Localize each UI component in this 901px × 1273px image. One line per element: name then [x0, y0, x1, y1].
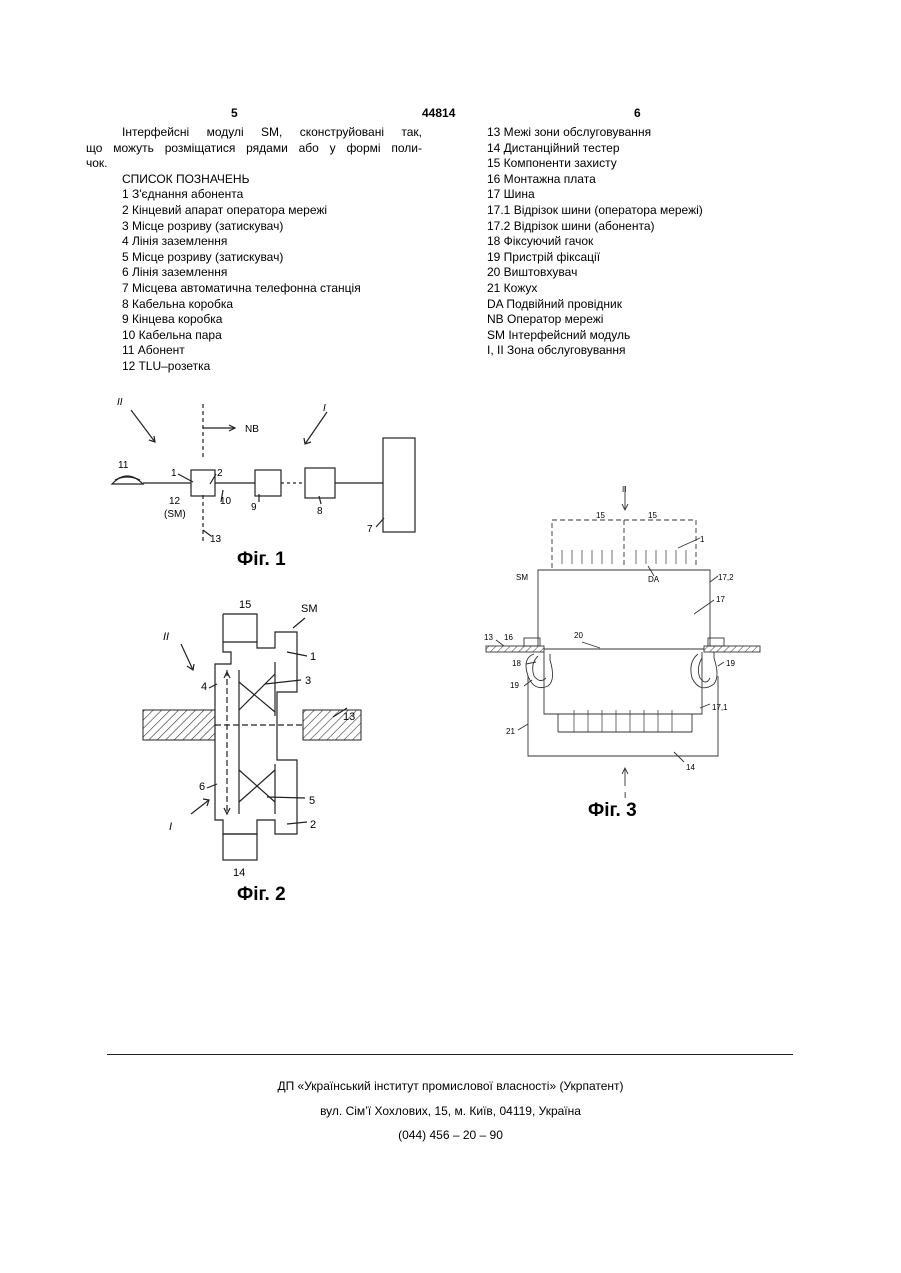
fig3-label-zone2: II: [622, 485, 626, 494]
figure-2-caption: Фіг. 2: [237, 884, 286, 906]
intro-line: Інтерфейсні модулі SM, сконструйовані та…: [86, 125, 422, 141]
footer-phone: (044) 456 – 20 – 90: [0, 1128, 901, 1142]
fig1-label-10: 10: [220, 496, 232, 507]
figure-1-caption: Фіг. 1: [237, 549, 286, 571]
list-item: 18 Фіксуючий гачок: [487, 234, 807, 250]
fig3-label-17-2: 17,2: [718, 573, 734, 582]
fig3-label-15b: 15: [648, 511, 657, 520]
list-item: 21 Кожух: [487, 281, 807, 297]
list-item: 20 Виштовхувач: [487, 265, 807, 281]
fig2-label-14: 14: [233, 867, 245, 879]
fig1-label-zone2: II: [117, 397, 123, 408]
intro-line: що можуть розміщатися рядами або у формі…: [86, 141, 422, 157]
intro-line: чок.: [86, 156, 422, 172]
list-title: СПИСОК ПОЗНАЧЕНЬ: [122, 172, 422, 188]
list-item: DA Подвійний провідник: [487, 297, 807, 313]
list-item: I, II Зона обслуговування: [487, 343, 807, 359]
fig1-label-nb: NB: [245, 424, 259, 435]
fig3-label-21: 21: [506, 727, 515, 736]
footer-divider: [107, 1054, 793, 1055]
fig1-label-8: 8: [317, 506, 323, 517]
fig2-label-1: 1: [310, 651, 316, 663]
fig3-label-da: DA: [648, 575, 660, 584]
fig1-label-zone1: I: [323, 403, 326, 414]
fig3-label-sm: SM: [516, 573, 528, 582]
list-item: 4 Лінія заземлення: [122, 234, 422, 250]
list-item: 10 Кабельна пара: [122, 328, 422, 344]
fig2-label-6: 6: [199, 781, 205, 793]
fig1-label-sm: (SM): [164, 509, 186, 520]
list-item: 13 Межі зони обслуговування: [487, 125, 807, 141]
figure-3-caption: Фіг. 3: [588, 800, 637, 822]
fig3-label-15a: 15: [596, 511, 605, 520]
list-item: 14 Дистанційний тестер: [487, 141, 807, 157]
left-page-number: 5: [231, 106, 238, 120]
fig3-label-19b: 19: [726, 659, 735, 668]
list-item: 15 Компоненти захисту: [487, 156, 807, 172]
figure-1-drawing: II NB I 11 1 2 12 (SM) 10 9 8 7 13: [105, 390, 425, 550]
legend-list-left: СПИСОК ПОЗНАЧЕНЬ 1 З'єднання абонента 2 …: [86, 172, 422, 375]
figure-3-drawing: II 15 15 1 SM DA 17,2 17 13 16 20 18 19 …: [478, 480, 768, 800]
legend-list-right: 13 Межі зони обслуговування 14 Дистанцій…: [487, 125, 807, 359]
fig2-label-3: 3: [305, 675, 311, 687]
left-column: Інтерфейсні модулі SM, сконструйовані та…: [86, 125, 422, 375]
patent-number: 44814: [422, 106, 455, 120]
fig1-label-7: 7: [367, 524, 373, 535]
fig3-label-14: 14: [686, 763, 695, 772]
fig2-label-5: 5: [309, 795, 315, 807]
list-item: NB Оператор мережі: [487, 312, 807, 328]
list-item: 11 Абонент: [122, 343, 422, 359]
list-item: SM Інтерфейсний модуль: [487, 328, 807, 344]
fig2-label-4: 4: [201, 681, 207, 693]
fig3-label-16: 16: [504, 633, 513, 642]
footer-address: вул. Сім’ї Хохлових, 15, м. Київ, 04119,…: [0, 1104, 901, 1118]
list-item: 7 Місцева автоматична телефонна станція: [122, 281, 422, 297]
fig1-label-12: 12: [169, 496, 181, 507]
list-item: 8 Кабельна коробка: [122, 297, 422, 313]
list-item: 3 Місце розриву (затискувач): [122, 219, 422, 235]
fig3-label-13: 13: [484, 633, 493, 642]
list-item: 1 З'єднання абонента: [122, 187, 422, 203]
fig1-label-11: 11: [118, 460, 129, 471]
fig3-label-18: 18: [512, 659, 521, 668]
list-item: 19 Пристрій фіксації: [487, 250, 807, 266]
fig2-label-zone2: II: [163, 631, 169, 643]
fig3-label-20: 20: [574, 631, 583, 640]
list-item: 17 Шина: [487, 187, 807, 203]
list-item: 16 Монтажна плата: [487, 172, 807, 188]
list-item: 17.2 Відрізок шини (абонента): [487, 219, 807, 235]
fig3-label-1: 1: [700, 535, 705, 544]
fig3-label-zone1: I: [624, 791, 626, 800]
fig1-label-1: 1: [171, 468, 177, 479]
list-item: 6 Лінія заземлення: [122, 265, 422, 281]
fig2-label-zone1: I: [169, 821, 172, 833]
fig1-label-13: 13: [210, 534, 222, 545]
list-item: 12 TLU–розетка: [122, 359, 422, 375]
list-item: 5 Місце розриву (затискувач): [122, 250, 422, 266]
fig3-label-17: 17: [716, 595, 725, 604]
figure-2-drawing: 15 SM II 1 4 3 13 6 5 I 2 14: [135, 592, 375, 882]
right-page-number: 6: [634, 106, 641, 120]
fig2-label-2: 2: [310, 819, 316, 831]
footer-publisher: ДП «Український інститут промислової вла…: [0, 1079, 901, 1093]
fig3-label-17-1: 17,1: [712, 703, 728, 712]
fig3-label-19a: 19: [510, 681, 519, 690]
fig2-label-sm: SM: [301, 603, 318, 615]
list-item: 9 Кінцева коробка: [122, 312, 422, 328]
fig1-label-9: 9: [251, 502, 257, 513]
list-item: 17.1 Відрізок шини (оператора мережі): [487, 203, 807, 219]
list-item: 2 Кінцевий апарат оператора мережі: [122, 203, 422, 219]
fig1-label-2: 2: [217, 468, 223, 479]
fig2-label-13: 13: [343, 711, 355, 723]
fig2-label-15: 15: [239, 599, 251, 611]
